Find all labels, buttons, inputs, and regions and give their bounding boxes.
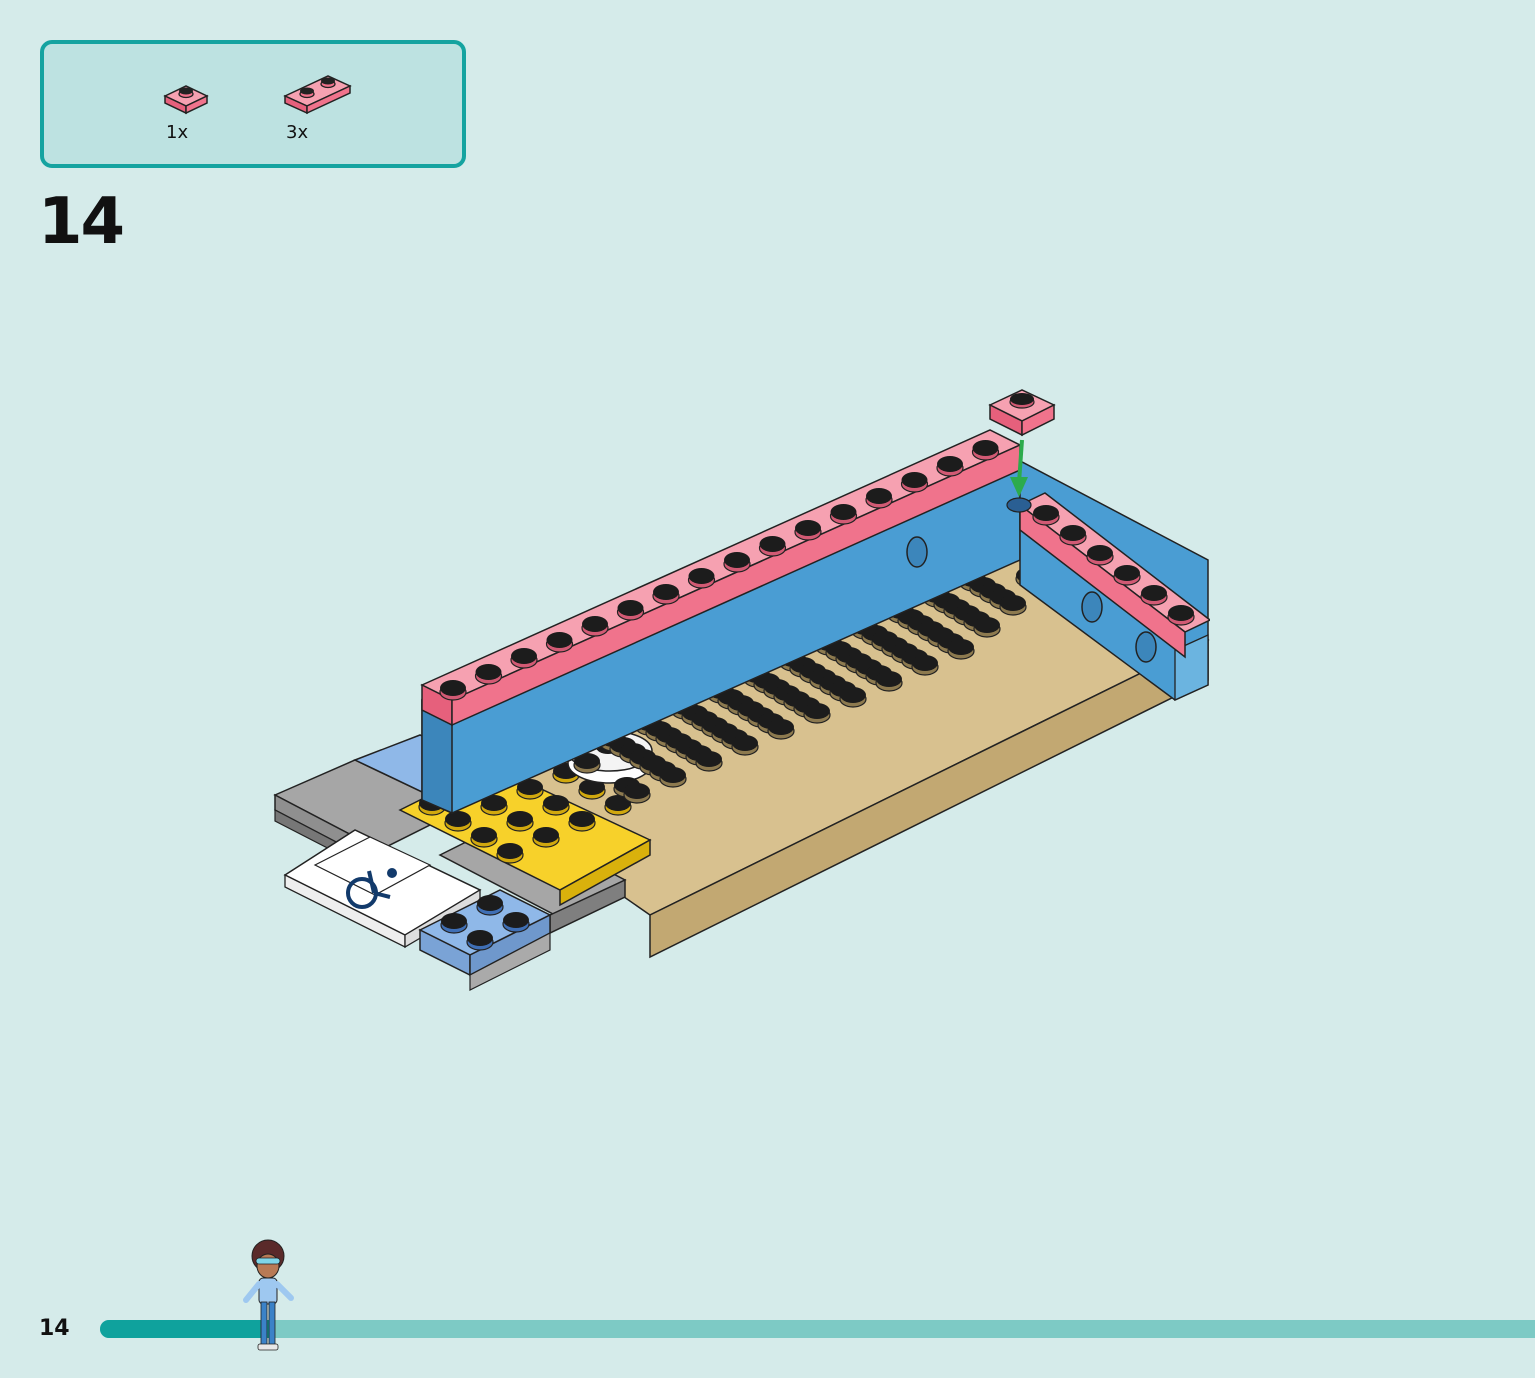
progress-bar-fill: [100, 1320, 273, 1338]
lego-model-illustration: [273, 389, 1212, 991]
minifigure-progress-marker-icon: [236, 1238, 300, 1354]
parts-item-plate-1x1: 1x: [162, 80, 212, 143]
part-quantity: 3x: [286, 122, 309, 143]
wheelchair-icon: [346, 868, 397, 909]
parts-item-plate-1x2: 3x: [282, 72, 354, 143]
page-number: 14: [39, 1316, 70, 1341]
pink-plate-1x1-icon: [163, 85, 209, 115]
build-illustration: [270, 385, 1212, 1005]
new-pink-1x1-plate: [988, 389, 1056, 437]
parts-list-box: 1x 3x: [40, 40, 466, 168]
step-number: 14: [38, 185, 125, 259]
part-quantity: 1x: [166, 122, 189, 143]
pink-plate-1x2-icon: [283, 75, 352, 115]
placement-arrow-icon: [1010, 439, 1028, 497]
progress-bar: [100, 1320, 1535, 1338]
